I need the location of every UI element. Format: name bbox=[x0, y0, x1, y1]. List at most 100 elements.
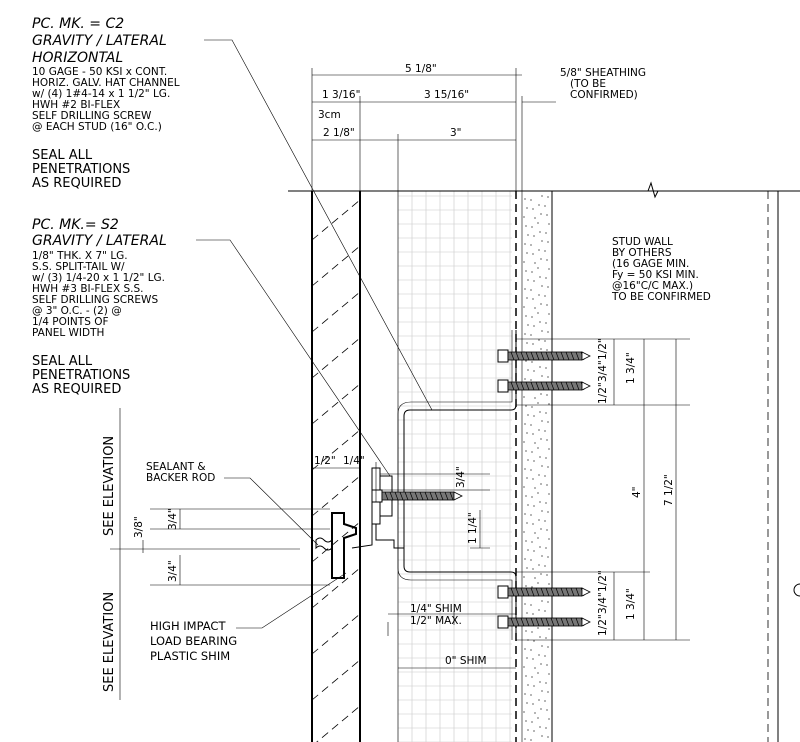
speckle-dot bbox=[527, 279, 529, 281]
screw-shank bbox=[507, 351, 583, 361]
shim-note-3: PLASTIC SHIM bbox=[150, 649, 230, 663]
speckle-dot bbox=[526, 702, 528, 704]
speckle-dot bbox=[546, 349, 548, 351]
screw-tip bbox=[453, 491, 463, 501]
speckle-dot bbox=[539, 231, 541, 233]
screw-thread bbox=[540, 351, 545, 361]
screw-thread bbox=[525, 617, 530, 627]
screw-thread bbox=[555, 617, 560, 627]
speckle-dot bbox=[546, 214, 548, 216]
dim-3cm: 3cm bbox=[318, 109, 341, 121]
speckle-dot bbox=[547, 196, 549, 198]
speckle-dot bbox=[532, 613, 534, 615]
speckle-dot bbox=[540, 393, 542, 395]
speckle-dot bbox=[539, 681, 541, 683]
panel-hatch bbox=[311, 199, 361, 742]
speckle-dot bbox=[523, 261, 525, 263]
s2-desc-4: HWH #3 BI-FLEX S.S. bbox=[32, 283, 143, 295]
speckle-dot bbox=[524, 198, 526, 200]
screw-thread bbox=[545, 351, 550, 361]
speckle-dot bbox=[545, 547, 547, 549]
insulation-grid bbox=[397, 191, 512, 742]
speckle-dot bbox=[541, 510, 543, 512]
hatch-line bbox=[311, 659, 361, 701]
speckle-dot bbox=[531, 226, 533, 228]
speckle-dot bbox=[532, 208, 534, 210]
screw-thread bbox=[545, 587, 550, 597]
speckle-dot bbox=[548, 223, 550, 225]
speckle-dot bbox=[544, 430, 546, 432]
screw-tip bbox=[581, 351, 591, 361]
sealant-backer-rod bbox=[315, 537, 333, 551]
dim-half-bottom-1: 1/2" bbox=[597, 570, 609, 592]
speckle-dot bbox=[534, 442, 536, 444]
speckle-dot bbox=[541, 735, 543, 737]
screw-head bbox=[497, 615, 509, 629]
speckle-dot bbox=[524, 648, 526, 650]
screw-thread bbox=[510, 617, 515, 627]
speckle-dot bbox=[545, 457, 547, 459]
speckle-dot bbox=[547, 241, 549, 243]
stud-note-1: STUD WALL bbox=[612, 236, 673, 248]
stud-note-4: Fy = 50 KSI MIN. bbox=[612, 269, 699, 281]
speckle-dot bbox=[545, 412, 547, 414]
speckle-dot bbox=[530, 559, 532, 561]
speckle-dot bbox=[526, 297, 528, 299]
screw-thread bbox=[384, 491, 389, 501]
screw-thread bbox=[429, 491, 434, 501]
screw-thread bbox=[555, 351, 560, 361]
speckle-dot bbox=[532, 253, 534, 255]
screw-thread bbox=[535, 587, 540, 597]
speckle-dot bbox=[548, 673, 550, 675]
speckle-dot bbox=[541, 285, 543, 287]
s2-desc-5: SELF DRILLING SCREWS bbox=[32, 294, 158, 306]
screw-thread bbox=[520, 617, 525, 627]
dim-half-top-1: 1/2" bbox=[597, 338, 609, 360]
speckle-dot bbox=[527, 504, 529, 506]
screw-thread bbox=[530, 351, 535, 361]
speckle-dot bbox=[544, 655, 546, 657]
screw-thread bbox=[575, 587, 580, 597]
speckle-dot bbox=[532, 343, 534, 345]
screw-thread bbox=[540, 381, 545, 391]
speckle-dot bbox=[537, 222, 539, 224]
screw-thread bbox=[404, 491, 409, 501]
speckle-dot bbox=[539, 546, 541, 548]
screw-thread bbox=[540, 587, 545, 597]
speckle-dot bbox=[544, 610, 546, 612]
speckle-dot bbox=[547, 646, 549, 648]
sealant-note-2: BACKER ROD bbox=[146, 472, 215, 484]
speckle-dot bbox=[534, 307, 536, 309]
speckle-dot bbox=[531, 631, 533, 633]
speckle-dot bbox=[541, 465, 543, 467]
speckle-dot bbox=[525, 630, 527, 632]
dim-4: 4" bbox=[631, 486, 643, 498]
speckle-dot bbox=[525, 405, 527, 407]
screw-thread bbox=[555, 587, 560, 597]
dim-2-1-8: 2 1/8" bbox=[323, 127, 355, 139]
shim-note-1: HIGH IMPACT bbox=[150, 619, 226, 633]
speckle-dot bbox=[525, 315, 527, 317]
speckle-dot bbox=[537, 537, 539, 539]
speckle-dot bbox=[530, 244, 532, 246]
c2-mark: PC. MK. = C2 bbox=[32, 16, 124, 32]
speckle-dot bbox=[547, 556, 549, 558]
screw-thread bbox=[535, 351, 540, 361]
speckle-dot bbox=[527, 729, 529, 731]
speckle-dot bbox=[530, 514, 532, 516]
speckle-dot bbox=[534, 532, 536, 534]
dim-three-eighth: 3/8" bbox=[133, 516, 145, 538]
s2-desc-3: w/ (3) 1/4-20 x 1 1/2" LG. bbox=[32, 272, 165, 284]
speckle-dot bbox=[532, 703, 534, 705]
c2-desc-5: SELF DRILLING SCREW bbox=[32, 110, 152, 122]
screw-thread bbox=[535, 381, 540, 391]
sheathing-speckle bbox=[523, 195, 550, 741]
screw-thread bbox=[389, 491, 394, 501]
dim-three-quarter-bottom: 3/4" bbox=[597, 592, 609, 614]
screw-thread bbox=[510, 587, 515, 597]
speckle-dot bbox=[540, 528, 542, 530]
screw-thread bbox=[439, 491, 444, 501]
screw-thread bbox=[565, 381, 570, 391]
speckle-dot bbox=[546, 709, 548, 711]
